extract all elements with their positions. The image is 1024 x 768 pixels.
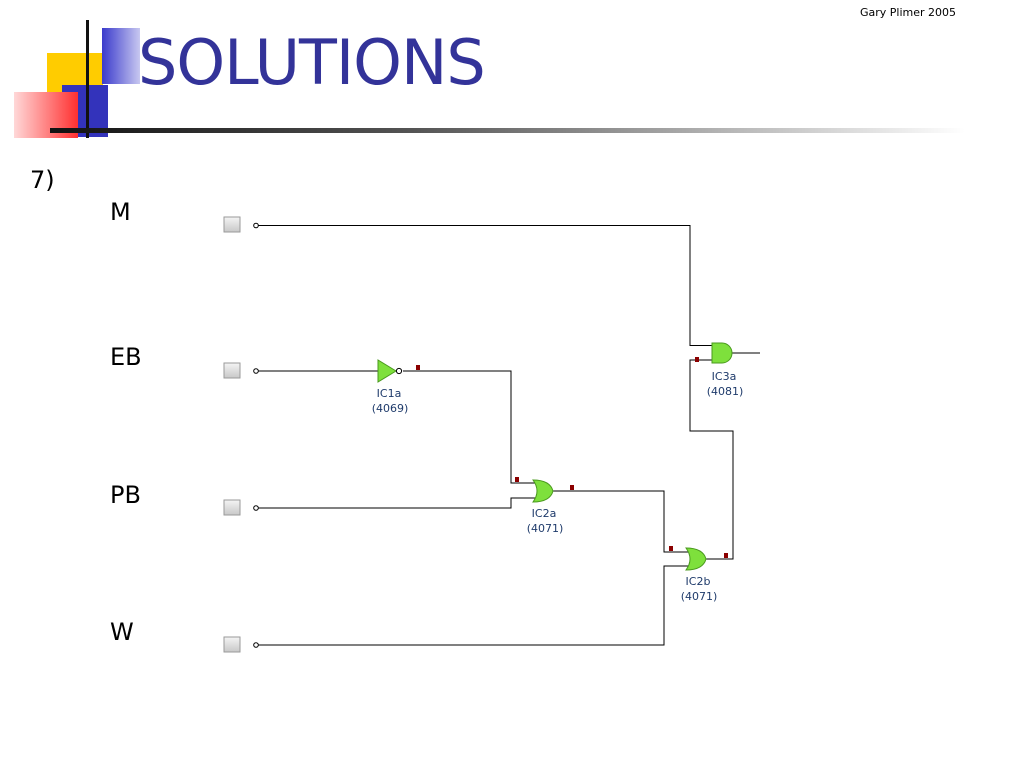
deco-blue-square: [102, 28, 140, 84]
gate-ic3a-part: (4081): [707, 385, 744, 398]
input-label-w: W: [110, 618, 134, 646]
pin-marker: [416, 365, 420, 370]
deco-vertical-line: [86, 20, 89, 138]
gate-ic3a-name: IC3a: [712, 370, 737, 383]
gate-ic2b-name: IC2b: [686, 575, 711, 588]
wire-pb-to-ic2a: [258, 497, 535, 509]
input-label-pb: PB: [110, 481, 141, 509]
input-switch-w[interactable]: [223, 636, 259, 653]
wire-ic2b-to-ic3a: [689, 359, 734, 560]
pin-marker: [515, 477, 519, 482]
gate-ic2a-part: (4071): [527, 522, 564, 535]
input-switch-m[interactable]: [223, 216, 259, 233]
pin-marker: [669, 546, 673, 551]
input-switch-pb[interactable]: [223, 499, 259, 516]
gate-ic2b-part: (4071): [681, 590, 718, 603]
pin-marker: [695, 357, 699, 362]
gate-ic1a-part: (4069): [372, 402, 409, 415]
gate-ic1a-name: IC1a: [377, 387, 402, 400]
slide-title: SOLUTIONS: [138, 26, 486, 99]
wire-w-to-ic2b: [258, 565, 689, 646]
pin-marker: [724, 553, 728, 558]
title-underline: [50, 128, 965, 133]
gate-ic1a-not: IC1a (4069): [372, 359, 420, 415]
wire-ic2a-to-ic2b: [552, 490, 689, 553]
gate-ic3a-and: IC3a (4081): [695, 342, 744, 398]
gate-ic2b-or: IC2b (4071): [669, 546, 728, 603]
author-credit: Gary Plimer 2005: [860, 6, 957, 19]
wire-m-to-ic3a: [258, 225, 712, 346]
input-switch-eb[interactable]: [223, 362, 259, 379]
wire-ic1a-to-ic2a: [403, 370, 535, 484]
gate-ic2a-name: IC2a: [532, 507, 557, 520]
question-number: 7): [30, 166, 55, 194]
input-label-m: M: [110, 198, 131, 226]
gate-ic2a-or: IC2a (4071): [515, 477, 574, 535]
pin-marker: [570, 485, 574, 490]
input-label-eb: EB: [110, 343, 142, 371]
